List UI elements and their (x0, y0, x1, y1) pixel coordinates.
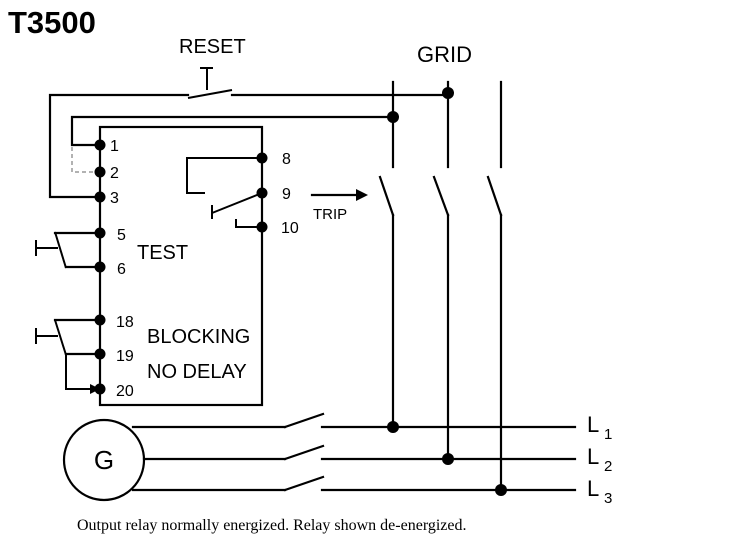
terminal-5-label: 5 (117, 227, 126, 244)
device-title: T3500 (8, 5, 96, 40)
generator-label: G (94, 445, 114, 475)
svg-text:L: L (587, 444, 599, 469)
grid-node-reset (442, 87, 454, 99)
terminal-1-dot (94, 139, 106, 151)
reset-label: RESET (179, 36, 246, 58)
svg-text:3: 3 (604, 490, 612, 507)
terminal-2-label: 2 (110, 165, 119, 182)
control-wiring (48, 93, 450, 199)
svg-text:L: L (587, 476, 599, 501)
svg-text:2: 2 (604, 458, 612, 475)
blocking-label: BLOCKING (147, 326, 250, 348)
bus-node-l1 (387, 421, 399, 433)
line-label-l1: L 1 (587, 412, 612, 443)
terminal-3-label: 3 (110, 190, 119, 207)
line-label-l2: L 2 (587, 444, 612, 475)
terminal-18-label: 18 (116, 314, 134, 331)
test-label: TEST (137, 242, 188, 264)
terminal-6-label: 6 (117, 261, 126, 278)
generator-breaker (131, 412, 577, 496)
terminal-3-dot (94, 191, 106, 203)
svg-text:L: L (587, 412, 599, 437)
line-label-l3: L 3 (587, 476, 612, 507)
test-switch (35, 231, 102, 269)
terminal-1-label: 1 (110, 138, 119, 155)
terminal-8-label: 8 (282, 151, 291, 168)
terminal-20-label: 20 (116, 383, 134, 400)
output-relay (186, 152, 268, 233)
terminal-2-dot (94, 166, 106, 178)
reset-switch (187, 67, 233, 99)
blocking-switch (35, 318, 102, 394)
svg-text:1: 1 (604, 426, 612, 443)
bus-node-l3 (495, 484, 507, 496)
caption: Output relay normally energized. Relay s… (77, 517, 467, 534)
trip-arrow (310, 189, 368, 201)
grid-breaker (378, 80, 503, 492)
grid-label: GRID (417, 42, 472, 67)
no-delay-label: NO DELAY (147, 361, 247, 383)
terminal-19-label: 19 (116, 348, 134, 365)
trip-label: TRIP (313, 206, 347, 223)
terminal-9-label: 9 (282, 186, 291, 203)
bus-node-l2 (442, 453, 454, 465)
terminal-10-label: 10 (281, 220, 299, 237)
grid-node-terminal-1 (387, 111, 399, 123)
